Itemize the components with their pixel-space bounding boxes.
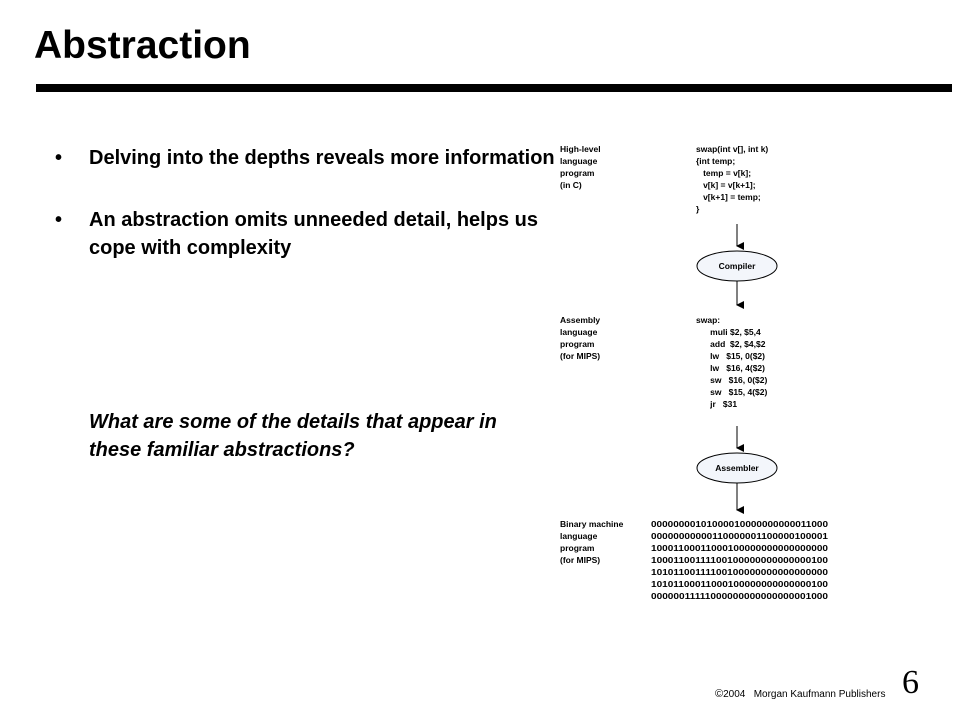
copyright-symbol: © [715,688,724,700]
svg-text:language: language [560,327,598,337]
svg-text:000000000001100000011000001000: 00000000000110000001100000100001 [651,531,828,541]
svg-text:Compiler: Compiler [719,261,757,271]
bullet-item: • An abstraction omits unneeded detail, … [55,206,559,262]
svg-text:High-level: High-level [560,144,601,154]
bullet-marker: • [55,147,63,169]
svg-text:(for MIPS): (for MIPS) [560,555,600,565]
mips-assembly-code: swap: muli $2, $5,4 add $2, $4,$2 lw $15… [696,315,768,409]
publisher-name: Morgan Kaufmann Publishers [753,689,886,700]
svg-text:sw $15, 4($2): sw $15, 4($2) [696,387,768,397]
svg-text:100011000110001000000000000000: 10001100011000100000000000000000 [651,543,828,553]
svg-text:lw $15, 0($2): lw $15, 0($2) [696,351,765,361]
title-underline [36,84,952,92]
binary-label: Binary machine language program (for MIP… [560,519,624,565]
binary-code: 00000000101000010000000000011000 0000000… [651,519,828,601]
svg-text:(for MIPS): (for MIPS) [560,351,600,361]
bullet-item: • Delving into the depths reveals more i… [55,144,559,172]
svg-text:v[k] = v[k+1];: v[k] = v[k+1]; [696,180,756,190]
svg-text:{int temp;: {int temp; [696,156,735,166]
svg-text:Binary machine: Binary machine [560,519,624,529]
question-text: What are some of the details that appear… [89,411,497,461]
footer-credit: ©2004 Morgan Kaufmann Publishers [715,688,885,700]
slide-title: Abstraction [34,24,251,67]
high-level-label: High-level language program (in C) [560,144,601,190]
compiler-node: Compiler [696,250,778,282]
svg-text:000000001010000100000000000110: 00000000101000010000000000011000 [651,519,828,529]
svg-text:swap(int v[], int k): swap(int v[], int k) [696,144,768,154]
abstraction-levels-diagram: High-level language program (in C) swap(… [560,144,828,601]
c-code: swap(int v[], int k) {int temp; temp = v… [696,144,768,214]
svg-text:muli $2, $5,4: muli $2, $5,4 [696,327,761,337]
svg-text:add $2, $4,$2: add $2, $4,$2 [696,339,766,349]
svg-text:Assembler: Assembler [715,463,759,473]
svg-text:100011001111001000000000000001: 10001100111100100000000000000100 [651,555,828,565]
copyright-year: 2004 [723,689,746,700]
svg-text:000000111110000000000000000010: 00000011111000000000000000001000 [651,591,828,601]
page-number: 6 [902,664,919,701]
svg-text:101011001111001000000000000000: 10101100111100100000000000000000 [651,567,828,577]
svg-text:swap:: swap: [696,315,720,325]
svg-text:sw $16, 0($2): sw $16, 0($2) [696,375,768,385]
bullet-text: Delving into the depths reveals more inf… [89,147,555,169]
bullet-list: • Delving into the depths reveals more i… [55,144,559,296]
svg-text:}: } [696,204,700,214]
svg-text:Assembly: Assembly [560,315,600,325]
bullet-marker: • [55,209,63,231]
svg-text:jr $31: jr $31 [696,399,737,409]
svg-text:v[k+1] = temp;: v[k+1] = temp; [696,192,761,202]
svg-text:101011000110001000000000000001: 10101100011000100000000000000100 [651,579,828,589]
bullet-text: An abstraction omits unneeded detail, he… [89,209,538,259]
assembler-node: Assembler [696,452,778,484]
svg-text:temp = v[k];: temp = v[k]; [696,168,751,178]
svg-text:lw $16, 4($2): lw $16, 4($2) [696,363,765,373]
svg-text:program: program [560,543,595,553]
svg-text:language: language [560,531,598,541]
svg-text:program: program [560,168,595,178]
svg-text:(in C): (in C) [560,180,582,190]
svg-text:program: program [560,339,595,349]
svg-text:language: language [560,156,598,166]
assembly-label: Assembly language program (for MIPS) [560,315,600,361]
